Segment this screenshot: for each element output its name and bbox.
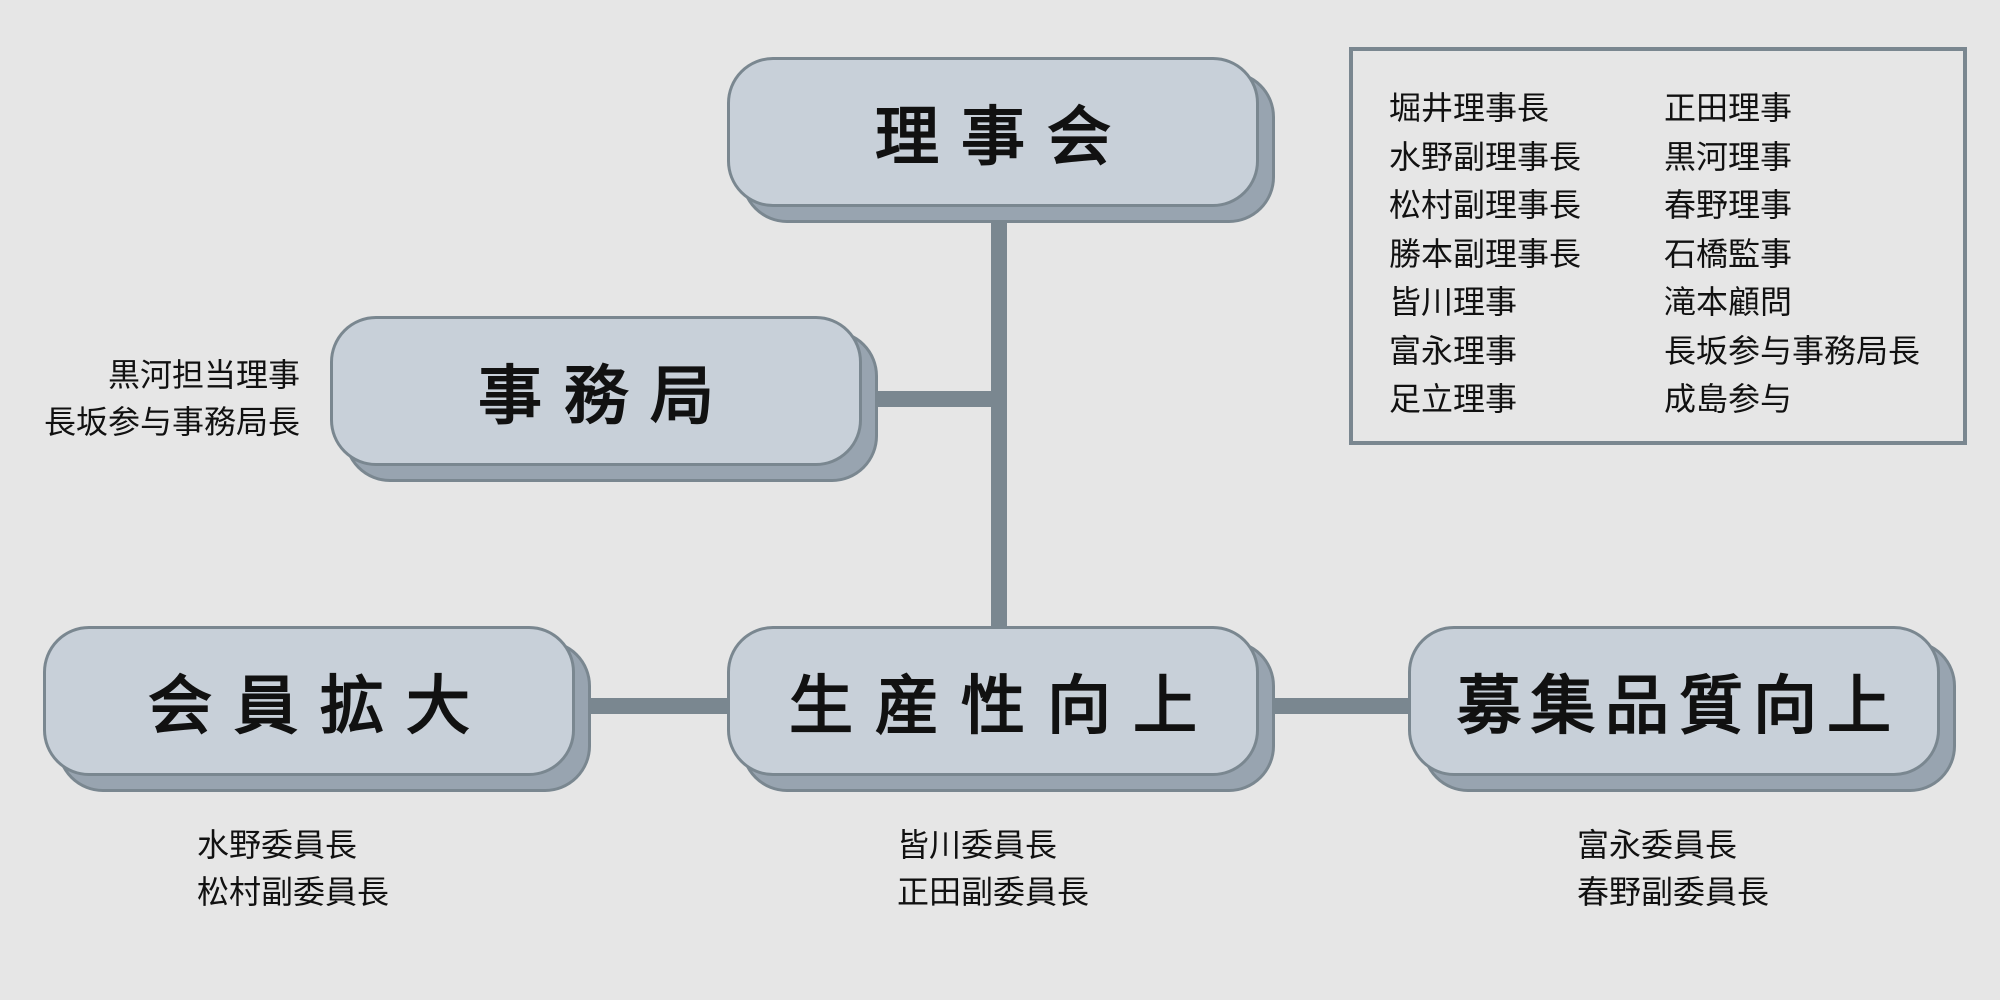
committee-members-recruitment-quality: 富永委員長 春野副委員長 [1577, 822, 1769, 916]
committee-member: 松村副委員長 [197, 873, 390, 911]
roster-member: 皆川理事 [1389, 283, 1518, 321]
committee-member: 皆川委員長 [897, 826, 1058, 864]
committee-member: 正田副委員長 [897, 873, 1090, 911]
secretariat-node-face: 事務局 [330, 316, 862, 466]
roster-member: 松村副理事長 [1389, 186, 1582, 224]
roster-member: 勝本副理事長 [1389, 234, 1582, 273]
roster-member: 富永理事 [1389, 331, 1518, 370]
roster-member: 滝本顧問 [1664, 283, 1793, 321]
roster-member: 長坂参与事務局長 [1664, 331, 1921, 370]
roster-member: 水野副理事長 [1389, 137, 1582, 176]
committee-label: 生産性向上 [789, 670, 1219, 744]
board-node[interactable]: 理事会 [727, 57, 1275, 223]
secretariat-members: 黒河担当理事 長坂参与事務局長 [44, 352, 300, 446]
roster-member: 足立理事 [1389, 380, 1518, 418]
connector-membership-to-productivity [588, 698, 728, 714]
committee-members-membership: 水野委員長 松村副委員長 [197, 822, 389, 916]
committee-node-productivity[interactable]: 生産性向上 [727, 626, 1275, 792]
committee-node-recruitment-quality[interactable]: 募集品質向上 [1408, 626, 1956, 792]
committee-label: 会員拡大 [148, 670, 492, 744]
committee-node-membership[interactable]: 会員拡大 [43, 626, 591, 792]
roster-member: 正田理事 [1664, 89, 1793, 127]
connector-board-to-productivity [991, 207, 1007, 627]
committee-member: 富永委員長 [1577, 826, 1738, 864]
board-node-face: 理事会 [727, 57, 1259, 207]
committee-label: 募集品質向上 [1457, 670, 1901, 744]
secretariat-node[interactable]: 事務局 [330, 316, 878, 482]
roster-member: 黒河理事 [1664, 137, 1793, 176]
roster-member: 成島参与 [1664, 380, 1793, 418]
connector-secretariat-to-trunk [874, 391, 1007, 407]
roster-member: 石橋監事 [1664, 234, 1793, 273]
secretariat-member: 長坂参与事務局長 [43, 403, 300, 441]
roster-member: 堀井理事長 [1389, 89, 1550, 127]
committee-node-face: 募集品質向上 [1408, 626, 1940, 776]
committee-node-face: 会員拡大 [43, 626, 575, 776]
roster-member: 春野理事 [1664, 186, 1793, 224]
committee-member: 春野副委員長 [1577, 873, 1770, 911]
committee-members-productivity: 皆川委員長 正田副委員長 [897, 822, 1089, 916]
board-label: 理事会 [875, 101, 1133, 175]
board-roster: 堀井理事長 水野副理事長 松村副理事長 勝本副理事長 皆川理事 富永理事 足立理… [1349, 47, 1967, 445]
board-roster-left-column: 堀井理事長 水野副理事長 松村副理事長 勝本副理事長 皆川理事 富永理事 足立理… [1389, 84, 1581, 424]
connector-productivity-to-quality [1270, 698, 1410, 714]
secretariat-label: 事務局 [478, 360, 736, 434]
secretariat-member: 黒河担当理事 [107, 356, 300, 394]
committee-node-face: 生産性向上 [727, 626, 1259, 776]
committee-member: 水野委員長 [197, 826, 358, 864]
board-roster-right-column: 正田理事 黒河理事 春野理事 石橋監事 滝本顧問 長坂参与事務局長 成島参与 [1664, 84, 1920, 424]
